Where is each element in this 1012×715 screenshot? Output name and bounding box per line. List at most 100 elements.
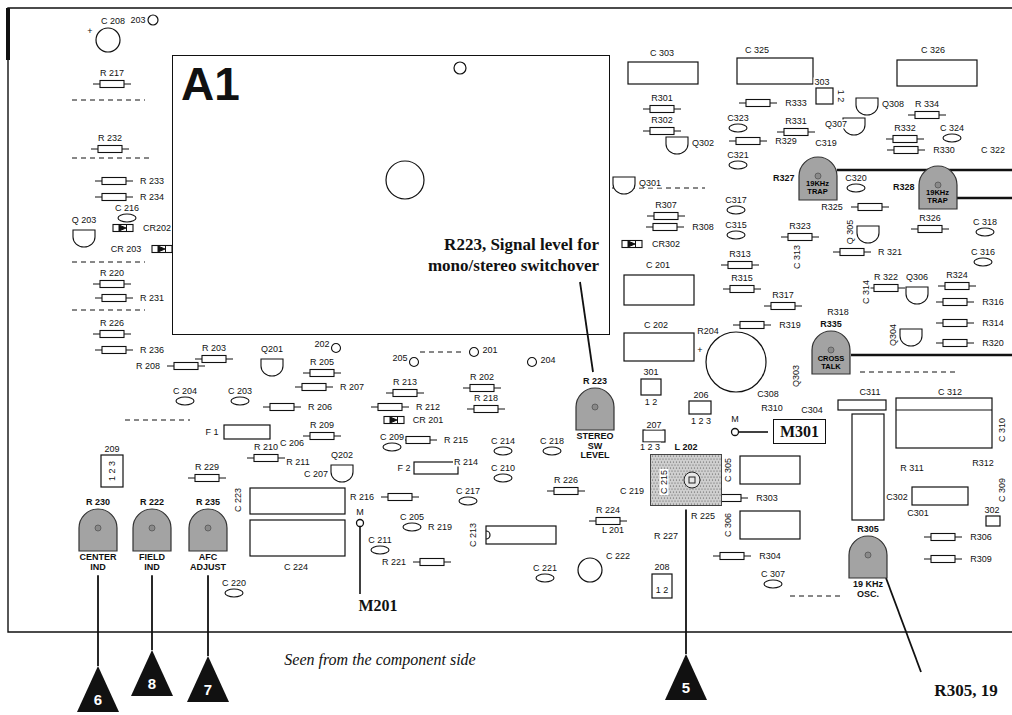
part-designator: 1 2 3 bbox=[639, 443, 661, 452]
film-capacitor bbox=[912, 487, 968, 505]
coil-texture bbox=[692, 459, 693, 460]
coil-texture bbox=[712, 486, 713, 487]
part-designator: R303 bbox=[755, 494, 779, 503]
dashed-jumper bbox=[420, 352, 462, 353]
function-label: FIELD IND bbox=[132, 553, 172, 572]
coil-texture bbox=[671, 471, 672, 472]
connector-block bbox=[643, 430, 665, 442]
part-designator: C321 bbox=[726, 151, 750, 160]
coil-texture bbox=[721, 474, 722, 475]
capacitor-symbol bbox=[536, 574, 554, 582]
coil-texture bbox=[715, 456, 716, 457]
resistor-body bbox=[100, 81, 124, 88]
film-capacitor bbox=[737, 58, 813, 84]
coil-texture bbox=[715, 468, 716, 469]
part-designator: 1 2 3 bbox=[690, 417, 712, 426]
coil-texture bbox=[713, 477, 714, 478]
resistor-symbol bbox=[936, 320, 974, 327]
capacitor-body bbox=[727, 231, 745, 239]
part-designator: R 230 bbox=[86, 498, 110, 507]
coil-texture bbox=[688, 492, 689, 493]
trimmer-body bbox=[575, 387, 615, 431]
part-designator: R 223 bbox=[583, 377, 607, 386]
coil-texture bbox=[668, 477, 669, 478]
coil-texture bbox=[674, 465, 675, 466]
solder-pad bbox=[332, 344, 341, 353]
dashed-jumper bbox=[72, 100, 145, 101]
coil-texture bbox=[695, 471, 696, 472]
coil-texture bbox=[667, 504, 668, 505]
capacitor-body bbox=[764, 580, 782, 588]
coil-texture bbox=[718, 486, 719, 487]
dashed-jumper bbox=[125, 420, 190, 421]
coil-texture bbox=[674, 501, 675, 502]
coil-texture bbox=[712, 468, 713, 469]
resistor-body bbox=[840, 249, 864, 256]
coil-texture bbox=[715, 480, 716, 481]
capacitor-body bbox=[536, 574, 554, 582]
diode-symbol bbox=[113, 225, 133, 232]
solder-pad bbox=[148, 15, 158, 25]
coil-texture bbox=[703, 486, 704, 487]
coil-texture bbox=[721, 498, 722, 499]
capacitor-body bbox=[225, 589, 243, 597]
coil-texture bbox=[695, 465, 696, 466]
resistor-symbol bbox=[247, 455, 285, 462]
coil-texture bbox=[719, 471, 720, 472]
coil-texture bbox=[689, 471, 690, 472]
resistor-symbol bbox=[764, 303, 802, 310]
part-designator: C 306 bbox=[724, 512, 733, 538]
trimmer-body: 19KHz TRAP bbox=[798, 156, 838, 201]
part-designator: C 219 bbox=[619, 487, 645, 496]
coil-slot bbox=[689, 477, 695, 483]
part-designator: R 207 bbox=[339, 383, 365, 392]
coil-texture bbox=[680, 495, 681, 496]
diode-body bbox=[113, 225, 133, 232]
coil-texture bbox=[668, 459, 669, 460]
coil-texture bbox=[688, 462, 689, 463]
coil-texture bbox=[665, 495, 666, 496]
trimmer-pot: R32819KHz TRAP bbox=[893, 165, 958, 210]
coil-texture bbox=[707, 471, 708, 472]
part-designator: C320 bbox=[844, 174, 868, 183]
part-designator: C 214 bbox=[490, 437, 516, 446]
trimmer-pot: R 223STEREO SW LEVEL bbox=[575, 377, 615, 461]
resistor-symbol bbox=[195, 356, 233, 363]
coil-texture bbox=[670, 492, 671, 493]
coil-texture bbox=[701, 465, 702, 466]
part-designator: C 217 bbox=[455, 487, 481, 496]
part-designator: C 324 bbox=[939, 124, 965, 133]
annotation-note: R223, Signal level for mono/stereo switc… bbox=[358, 234, 600, 277]
coil-texture bbox=[721, 492, 722, 493]
coil-texture bbox=[688, 468, 689, 469]
part-designator: C 210 bbox=[490, 464, 516, 473]
part-designator: Q303 bbox=[792, 364, 801, 388]
coil-texture bbox=[655, 474, 656, 475]
resistor-body bbox=[894, 147, 918, 154]
coil-texture bbox=[686, 501, 687, 502]
pad-ring bbox=[528, 358, 537, 367]
module-label: A1 bbox=[173, 56, 609, 107]
part-designator: C311 bbox=[859, 388, 882, 397]
capacitor-body bbox=[494, 447, 512, 455]
coil-texture bbox=[689, 495, 690, 496]
coil-texture bbox=[695, 501, 696, 502]
coil-texture bbox=[694, 492, 695, 493]
part-designator: C304 bbox=[800, 406, 824, 415]
part-designator: Q301 bbox=[638, 179, 662, 188]
coil-texture bbox=[698, 465, 699, 466]
resistor-symbol bbox=[739, 100, 777, 107]
resistor-symbol bbox=[911, 226, 949, 233]
resistor-body bbox=[310, 433, 334, 440]
coil-texture bbox=[703, 504, 704, 505]
coil-texture bbox=[712, 456, 713, 457]
trimmer-slot bbox=[95, 525, 101, 531]
part-designator: R 225 bbox=[690, 512, 716, 521]
transistor-symbol bbox=[613, 177, 635, 194]
solder-pad bbox=[410, 358, 419, 367]
coil-texture bbox=[718, 480, 719, 481]
coil-texture bbox=[656, 495, 657, 496]
coil-texture bbox=[653, 471, 654, 472]
part-designator: R 203 bbox=[201, 344, 227, 353]
coil-texture bbox=[671, 501, 672, 502]
